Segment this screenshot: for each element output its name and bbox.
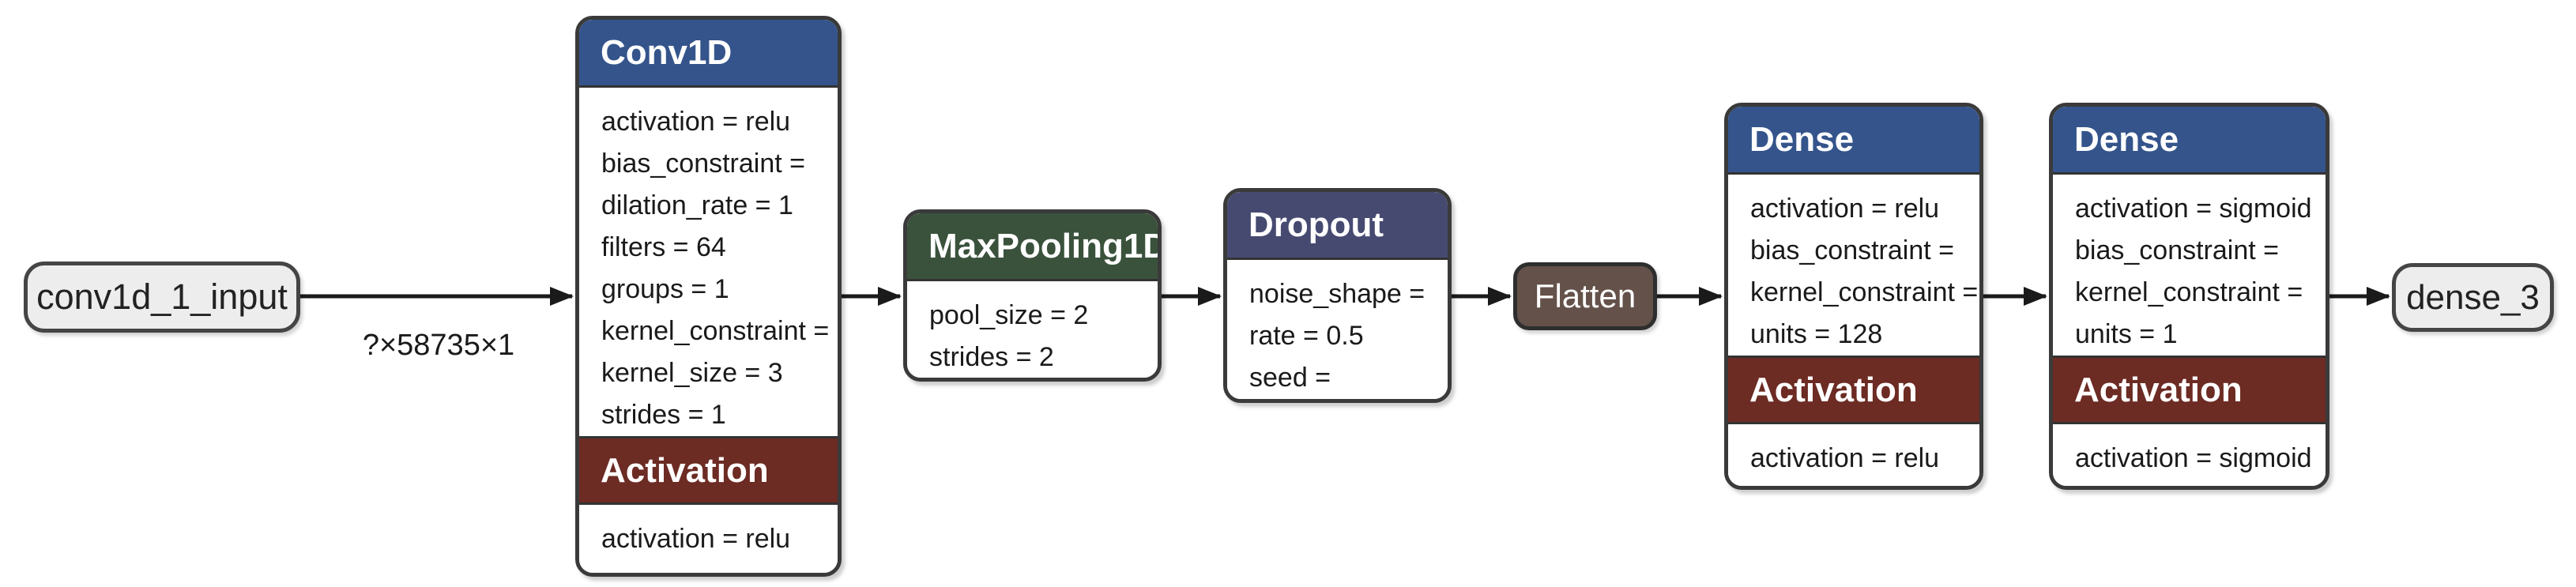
node-dropout[interactable]: Dropout noise_shape = rate = 0.5 seed =	[1223, 188, 1452, 403]
param-activation: activation = sigmoid	[2075, 194, 2312, 224]
dense2-title: Dense	[2074, 119, 2179, 159]
param-kernel-constraint: kernel_constraint =	[1750, 277, 1979, 307]
param-dilation-rate: dilation_rate = 1	[601, 190, 793, 220]
node-dense-2[interactable]: Dense activation = sigmoid bias_constrai…	[2049, 103, 2329, 490]
param-kernel-constraint: kernel_constraint =	[601, 316, 830, 346]
param-rate: rate = 0.5	[1249, 321, 1364, 351]
flatten-label: Flatten	[1534, 277, 1636, 314]
node-maxpooling1d[interactable]: MaxPooling1D pool_size = 2 strides = 2	[903, 209, 1162, 382]
dropout-title: Dropout	[1248, 205, 1384, 244]
node-dense-1[interactable]: Dense activation = relu bias_constraint …	[1724, 103, 1983, 490]
dense1-params: activation = relu bias_constraint = kern…	[1728, 175, 1979, 356]
param-units: units = 128	[1750, 319, 1883, 349]
conv1d-header: Conv1D	[579, 20, 838, 88]
conv1d-activation-title: Activation	[601, 450, 769, 490]
param-activation-fn: activation = relu	[601, 524, 791, 554]
conv1d-activation-header: Activation	[579, 436, 838, 505]
node-conv1d-1-input[interactable]: conv1d_1_input	[24, 262, 300, 333]
param-activation-fn: activation = sigmoid	[2075, 443, 2312, 473]
param-groups: groups = 1	[601, 274, 729, 304]
maxpooling1d-header: MaxPooling1D	[907, 213, 1158, 281]
param-pool-size: pool_size = 2	[929, 300, 1089, 330]
dense2-activation-title: Activation	[2074, 370, 2243, 409]
maxpooling1d-title: MaxPooling1D	[928, 226, 1162, 265]
dense1-activation-params: activation = relu	[1728, 424, 1979, 486]
dense1-activation-header: Activation	[1728, 356, 1979, 424]
param-units: units = 1	[2075, 319, 2178, 349]
dense2-activation-header: Activation	[2053, 356, 2326, 424]
conv1d-title: Conv1D	[601, 32, 733, 72]
param-strides: strides = 2	[929, 342, 1054, 372]
dense1-header: Dense	[1728, 107, 1979, 175]
dropout-params: noise_shape = rate = 0.5 seed =	[1227, 260, 1448, 399]
node-flatten[interactable]: Flatten	[1513, 262, 1657, 330]
param-kernel-size: kernel_size = 3	[601, 358, 783, 388]
input-node-label: conv1d_1_input	[36, 277, 288, 317]
param-bias-constraint: bias_constraint =	[1750, 235, 1954, 265]
param-activation: activation = relu	[1750, 194, 1940, 224]
node-dense-3[interactable]: dense_3	[2392, 263, 2554, 332]
edge-shape-label: ?×58735×1	[362, 329, 515, 362]
param-activation-fn: activation = relu	[1750, 443, 1940, 473]
dropout-header: Dropout	[1227, 192, 1448, 260]
param-activation: activation = relu	[601, 107, 791, 137]
dense1-title: Dense	[1749, 119, 1855, 159]
dense2-params: activation = sigmoid bias_constraint = k…	[2053, 175, 2326, 356]
dense2-activation-params: activation = sigmoid	[2053, 424, 2326, 486]
maxpooling1d-params: pool_size = 2 strides = 2	[907, 281, 1158, 378]
param-bias-constraint: bias_constraint =	[2075, 235, 2279, 265]
conv1d-params: activation = relu bias_constraint = dila…	[579, 88, 838, 436]
dense2-header: Dense	[2053, 107, 2326, 175]
param-filters: filters = 64	[601, 232, 726, 262]
output-node-label: dense_3	[2406, 277, 2540, 317]
param-noise-shape: noise_shape =	[1249, 279, 1425, 309]
param-bias-constraint: bias_constraint =	[601, 149, 805, 179]
param-strides: strides = 1	[601, 400, 726, 430]
dense1-activation-title: Activation	[1749, 370, 1918, 409]
param-kernel-constraint: kernel_constraint =	[2075, 277, 2303, 307]
node-conv1d[interactable]: Conv1D activation = relu bias_constraint…	[575, 16, 842, 577]
param-seed: seed =	[1249, 363, 1331, 393]
conv1d-activation-params: activation = relu	[579, 505, 838, 573]
